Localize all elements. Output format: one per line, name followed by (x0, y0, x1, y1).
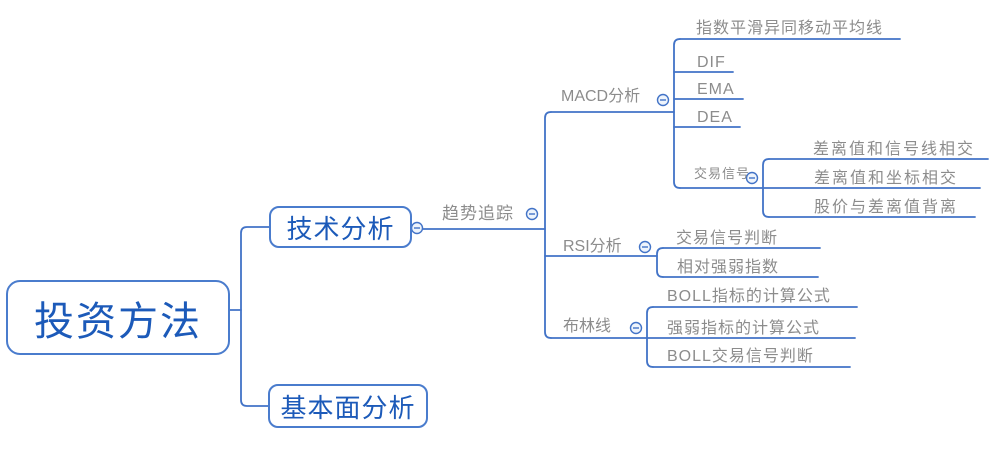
collapse-icon-signal[interactable] (745, 171, 759, 185)
connector-boll-trunk (646, 306, 654, 368)
node-technical-analysis[interactable]: 技术分析 (269, 206, 412, 248)
node-boll-formula[interactable]: BOLL指标的计算公式 (667, 288, 831, 305)
connector-trend-trunk (544, 111, 552, 339)
collapse-icon-boll[interactable] (629, 321, 643, 335)
connector-macd-trunk (673, 38, 681, 189)
connector-rsi-trunk (656, 247, 664, 278)
node-fundamental-analysis[interactable]: 基本面分析 (268, 384, 428, 428)
node-root[interactable]: 投资方法 (6, 280, 230, 355)
node-rsi-index[interactable]: 相对强弱指数 (677, 259, 780, 276)
node-dif[interactable]: DIF (697, 54, 726, 71)
node-signal-cross2[interactable]: 差离值和坐标相交 (814, 170, 959, 187)
node-rsi-analysis[interactable]: RSI分析 (563, 238, 622, 255)
node-trade-signal[interactable]: 交易信号 (694, 166, 751, 181)
node-ema[interactable]: EMA (697, 81, 735, 98)
node-smoothing-ma[interactable]: 指数平滑异同移动平均线 (696, 20, 884, 37)
collapse-icon-tech[interactable] (410, 221, 424, 235)
node-boll-strength[interactable]: 强弱指标的计算公式 (667, 320, 821, 337)
node-signal-cross1[interactable]: 差离值和信号线相交 (813, 141, 976, 158)
collapse-icon-rsi[interactable] (638, 240, 652, 254)
node-bollinger[interactable]: 布林线 (563, 318, 612, 335)
node-signal-cross3[interactable]: 股价与差离值背离 (814, 199, 959, 216)
collapse-icon-trend[interactable] (525, 207, 539, 221)
connector-root-children (240, 226, 270, 407)
node-boll-judge[interactable]: BOLL交易信号判断 (667, 348, 814, 365)
connector-signal-trunk (762, 158, 770, 218)
collapse-icon-macd[interactable] (656, 93, 670, 107)
node-trend-tracking[interactable]: 趋势追踪 (442, 204, 514, 223)
node-dea[interactable]: DEA (697, 109, 733, 126)
node-macd-analysis[interactable]: MACD分析 (561, 88, 641, 105)
node-rsi-judge[interactable]: 交易信号判断 (676, 230, 779, 247)
